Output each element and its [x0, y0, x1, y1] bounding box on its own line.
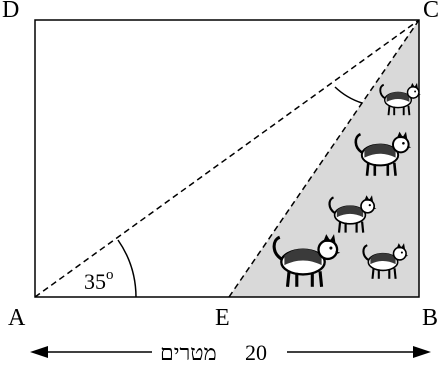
- angle-arc-c: [334, 86, 363, 104]
- dimension-arrow-right: [413, 346, 431, 358]
- angle-label: 35o: [84, 267, 114, 294]
- dimension-value: 20: [245, 340, 267, 365]
- vertex-label-a: A: [8, 305, 26, 331]
- angle-arc-a: [117, 239, 137, 298]
- vertex-label-c: C: [423, 0, 439, 23]
- vertex-label-b: B: [422, 305, 438, 331]
- vertex-label-d: D: [2, 0, 19, 23]
- rectangle-abcd: [34, 19, 420, 298]
- angle-degree-mark: o: [106, 267, 114, 283]
- vertex-label-e: E: [215, 305, 230, 331]
- dimension-unit: מטרים: [160, 340, 217, 365]
- dashed-line-ac: [34, 19, 420, 298]
- dashed-line-ec: [228, 19, 420, 298]
- dimension-arrow-left: [30, 346, 48, 358]
- angle-value: 35: [84, 269, 106, 294]
